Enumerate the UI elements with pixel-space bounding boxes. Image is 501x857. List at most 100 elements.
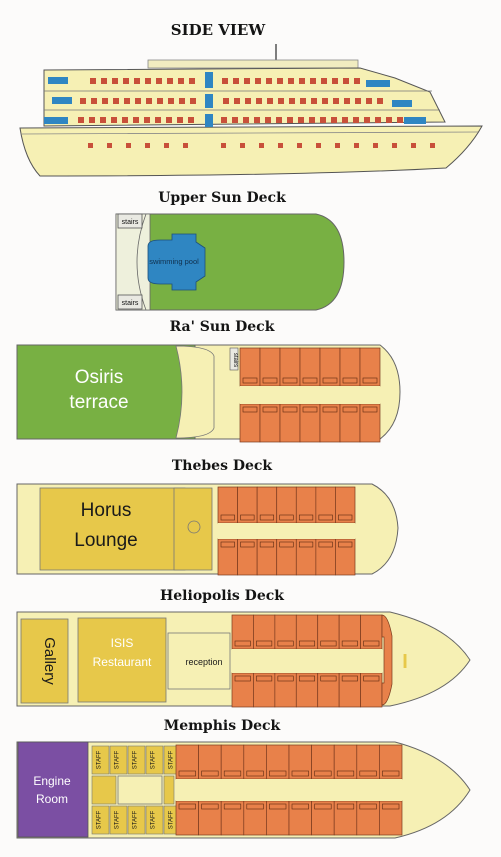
cabin-window bbox=[373, 143, 378, 148]
bow-marker-icon: I bbox=[402, 651, 408, 673]
bed-icon bbox=[362, 377, 378, 384]
cabin-window bbox=[91, 98, 97, 104]
cabin bbox=[356, 744, 380, 780]
cabin bbox=[220, 800, 245, 836]
engine-room bbox=[17, 741, 89, 838]
staff-label: STAFF bbox=[151, 810, 157, 829]
bed-icon bbox=[291, 770, 309, 777]
reception-area bbox=[167, 632, 231, 690]
cabin-window bbox=[411, 143, 416, 148]
cabin-window bbox=[298, 117, 304, 123]
cabin-window bbox=[256, 98, 262, 104]
cabin-window bbox=[316, 143, 321, 148]
bed-icon bbox=[363, 675, 380, 682]
deck-title-upper-sun: Upper Sun Deck bbox=[158, 190, 286, 206]
cabin bbox=[288, 744, 312, 780]
bed-icon bbox=[223, 803, 242, 810]
window-blue bbox=[366, 80, 390, 87]
cabin-window bbox=[157, 98, 163, 104]
cabin-window bbox=[259, 143, 264, 148]
staff-label: STAFF bbox=[115, 810, 121, 829]
bed-icon bbox=[223, 770, 242, 777]
deck-title-memphis: Memphis Deck bbox=[164, 718, 281, 734]
restaurant-name-line2: Restaurant bbox=[93, 655, 152, 669]
cabin-window bbox=[232, 117, 238, 123]
cabin-window bbox=[156, 78, 162, 84]
cabin bbox=[175, 800, 199, 836]
cabin-window bbox=[124, 98, 130, 104]
cabin-window bbox=[133, 117, 139, 123]
cabin-window bbox=[222, 78, 228, 84]
staff-cabin bbox=[109, 745, 128, 775]
cabin-window bbox=[190, 98, 196, 104]
bed-icon bbox=[282, 377, 298, 384]
bed-icon bbox=[341, 640, 358, 647]
cabin-window bbox=[321, 78, 327, 84]
cabin-window bbox=[177, 117, 183, 123]
staff-label: STAFF bbox=[115, 750, 121, 769]
cabin-window bbox=[145, 78, 151, 84]
cabin-window bbox=[189, 78, 195, 84]
cabin-window bbox=[320, 117, 326, 123]
bed-icon bbox=[382, 770, 400, 777]
engine-room-line2: Room bbox=[36, 792, 68, 806]
cabin-window bbox=[113, 98, 119, 104]
restaurant-name-line1: ISIS bbox=[111, 636, 134, 650]
bed-icon bbox=[291, 803, 309, 810]
cabin bbox=[243, 744, 267, 780]
cabin-window bbox=[101, 78, 107, 84]
cabin-window bbox=[234, 98, 240, 104]
gallery-area bbox=[20, 618, 69, 704]
bed-icon bbox=[302, 406, 318, 413]
side-view-title: SIDE VIEW bbox=[171, 21, 267, 39]
cabin-block bbox=[175, 744, 403, 836]
deck-title-heliopolis: Heliopolis Deck bbox=[160, 588, 284, 604]
ship-side-view bbox=[19, 44, 483, 177]
bed-icon bbox=[338, 514, 353, 521]
cabin-window bbox=[89, 117, 95, 123]
cabin-window bbox=[144, 117, 150, 123]
sun-deck-rail bbox=[147, 59, 359, 69]
cabin-window bbox=[267, 98, 273, 104]
staff-cabin bbox=[91, 745, 110, 775]
bed-icon bbox=[262, 377, 278, 384]
stairs-icon bbox=[229, 347, 239, 371]
cabin-window bbox=[164, 143, 169, 148]
stairs-icon bbox=[117, 294, 143, 310]
cabin-window bbox=[332, 78, 338, 84]
staff-cabin bbox=[163, 775, 175, 805]
bed-icon bbox=[322, 377, 338, 384]
cabin-window bbox=[126, 143, 131, 148]
reception-label: reception bbox=[185, 657, 222, 667]
cabin-window bbox=[392, 143, 397, 148]
cabin-window bbox=[299, 78, 305, 84]
bed-icon bbox=[359, 803, 377, 810]
stairs-label: stairs bbox=[122, 300, 139, 307]
corridor bbox=[240, 386, 380, 404]
cabin-window bbox=[297, 143, 302, 148]
bed-icon bbox=[382, 803, 400, 810]
cabin-window bbox=[135, 98, 141, 104]
bed-icon bbox=[298, 675, 316, 682]
bed-icon bbox=[362, 406, 378, 413]
staff-cabin bbox=[127, 745, 146, 775]
cabin-window bbox=[221, 143, 226, 148]
bed-icon bbox=[342, 377, 358, 384]
bed-icon bbox=[338, 541, 353, 548]
bed-icon bbox=[341, 675, 358, 682]
cabin-block bbox=[239, 347, 381, 443]
window-blue bbox=[392, 100, 412, 107]
cabin-window bbox=[377, 98, 383, 104]
bed-icon bbox=[201, 770, 219, 777]
deck-title-thebes: Thebes Deck bbox=[172, 458, 273, 474]
bed-icon bbox=[320, 675, 337, 682]
staff-cabin bbox=[91, 805, 110, 835]
upper-sun-deck-plan: stairs stairs swimming pool bbox=[115, 213, 345, 311]
bed-icon bbox=[262, 406, 278, 413]
bed-icon bbox=[240, 514, 255, 521]
thebes-deck-plan: Horus Lounge bbox=[16, 483, 399, 576]
cabin-block bbox=[217, 486, 356, 576]
cabin-window bbox=[122, 117, 128, 123]
cabin bbox=[356, 800, 380, 836]
